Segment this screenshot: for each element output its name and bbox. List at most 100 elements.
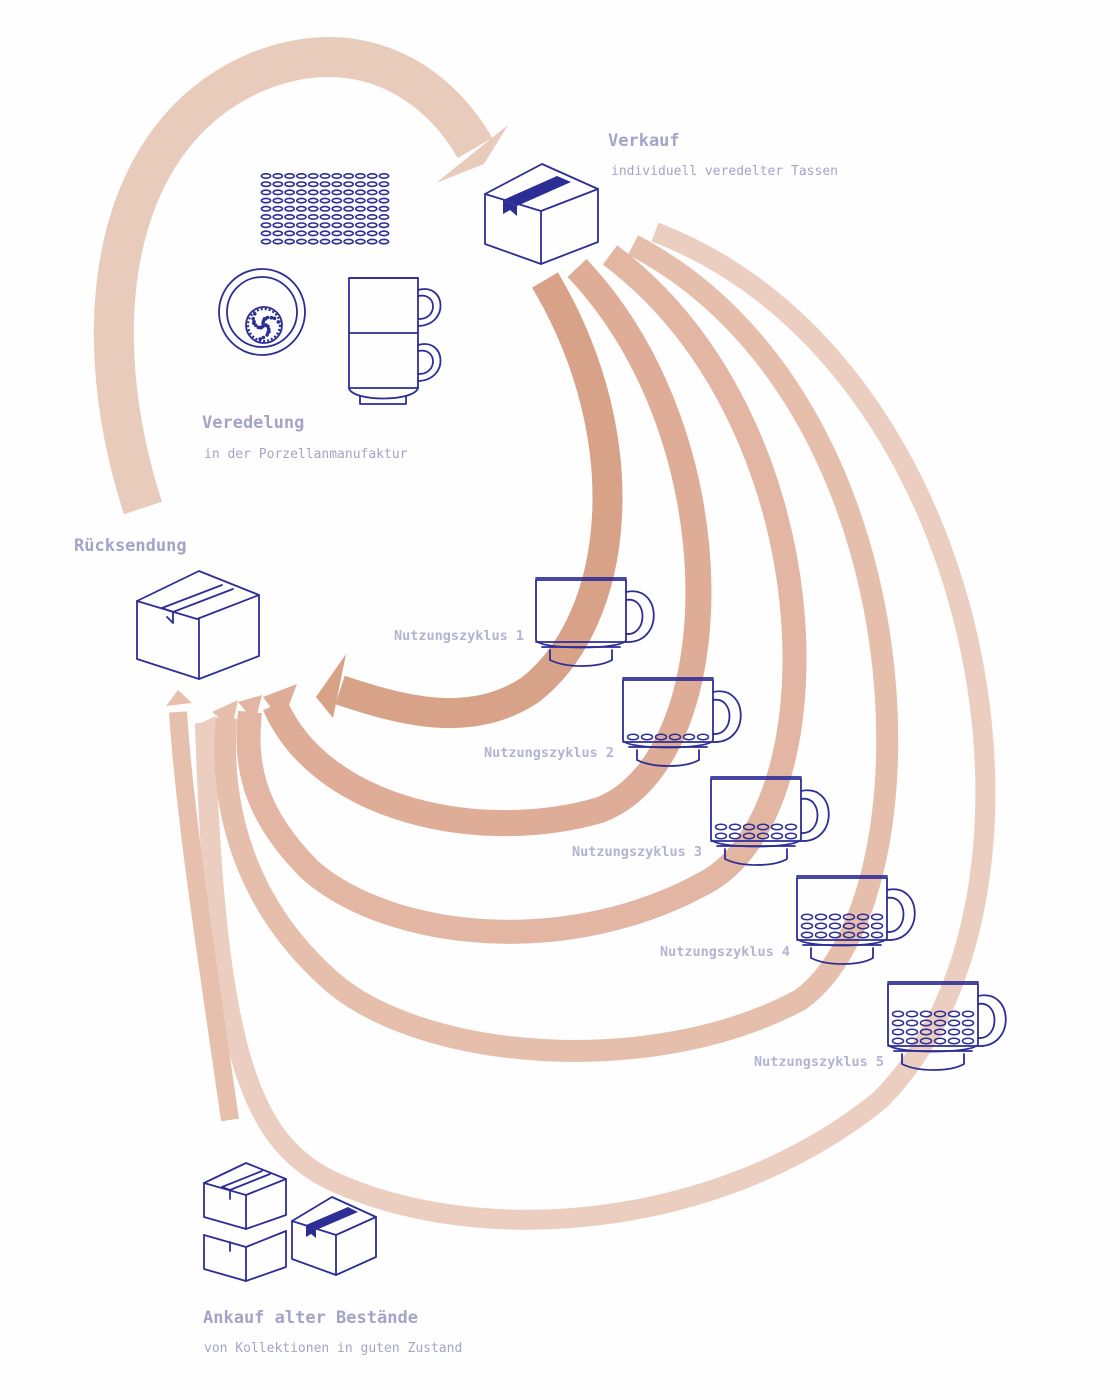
stage-subtitle-ankauf: von Kollektionen in guten Zustand: [204, 1341, 462, 1356]
pattern-dot: [319, 238, 331, 245]
pattern-dot: [366, 222, 378, 229]
pattern-dot: [319, 222, 331, 229]
pattern-dot: [295, 222, 307, 229]
pattern-dot: [366, 189, 378, 196]
box-icon: [136, 570, 260, 680]
cup-decor-dot: [891, 1028, 905, 1036]
stacked-cups-icon: [348, 277, 442, 405]
cycle-label-1: Nutzungszyklus 1: [394, 628, 524, 644]
cup-decor-dot: [891, 1019, 905, 1027]
dot-pattern-icon: [260, 173, 390, 245]
pattern-dot: [295, 205, 307, 212]
pattern-dot: [295, 197, 307, 204]
cup-decor-dot: [770, 823, 784, 831]
pattern-dot: [331, 173, 343, 180]
cup-decor-dot: [947, 1028, 961, 1036]
plate-motif-dot: [272, 316, 277, 321]
cup-decor-dot: [784, 823, 798, 831]
pattern-dot: [354, 222, 366, 229]
pattern-dot: [366, 173, 378, 180]
cup-decor-dot: [905, 1019, 919, 1027]
cup-decor-dot: [696, 733, 710, 741]
box-with-tape-icon: [484, 163, 599, 265]
plate-motif-dot: [251, 316, 255, 321]
pattern-dot: [307, 214, 319, 221]
pattern-dot: [284, 222, 295, 229]
cycle-arrowhead-4: [212, 700, 238, 728]
cycle-arrow-5: [195, 222, 996, 1230]
cup-decor-dot: [714, 832, 728, 840]
cup-decor-dot: [905, 1028, 919, 1036]
cup-decor-dot: [933, 1028, 947, 1036]
pattern-dot: [366, 238, 378, 245]
pattern-dot: [354, 214, 366, 221]
cup-decor-dot: [814, 922, 828, 930]
stage-subtitle-verkauf: individuell veredelter Tassen: [611, 164, 838, 179]
cup-decor-dot: [828, 931, 842, 939]
cycle-arrowhead-1: [316, 654, 346, 718]
pattern-dot: [378, 238, 390, 245]
cycle-label-5: Nutzungszyklus 5: [754, 1054, 884, 1070]
pattern-dot: [295, 173, 307, 180]
pattern-dot: [307, 181, 319, 188]
cup-decor-dot: [933, 1037, 947, 1045]
cup-decor-dot: [919, 1019, 933, 1027]
plate-motif-dot: [258, 325, 263, 330]
pattern-dot: [343, 222, 354, 229]
pattern-dot: [366, 197, 378, 204]
plate-motif-dot: [261, 335, 266, 340]
cycle-arrow-1: [335, 272, 623, 729]
pattern-dot: [260, 181, 272, 188]
pattern-dot: [343, 205, 354, 212]
pattern-dot: [331, 238, 343, 245]
cycle-arrowhead-3: [238, 695, 262, 722]
pattern-dot: [272, 230, 284, 237]
pattern-dot: [354, 189, 366, 196]
pattern-dot: [331, 205, 343, 212]
plate-motif-dot: [269, 315, 274, 320]
pattern-dot: [378, 189, 390, 196]
plate-motif-dot: [252, 320, 256, 324]
cup-decor-dot: [947, 1037, 961, 1045]
pattern-dot: [378, 181, 390, 188]
pattern-dot: [343, 197, 354, 204]
cup-decor-dot: [933, 1019, 947, 1027]
pattern-dot: [378, 173, 390, 180]
stage-title-veredelung: Veredelung: [202, 413, 304, 433]
cup-decor-dot: [814, 931, 828, 939]
pattern-dot: [260, 205, 272, 212]
cup-decor-dot: [828, 922, 842, 930]
usage-cycle-arrows: [194, 222, 996, 1230]
cup-decor-dot: [756, 832, 770, 840]
pattern-dot: [284, 197, 295, 204]
pattern-dot: [331, 230, 343, 237]
pattern-dot: [319, 173, 331, 180]
cup-decor-dot: [870, 913, 884, 921]
cup-decor-dot: [947, 1019, 961, 1027]
plate-motif-dot: [265, 333, 269, 337]
stage-title-verkauf: Verkauf: [608, 131, 680, 151]
cup-decor-dot: [756, 823, 770, 831]
pattern-dot: [343, 181, 354, 188]
cup-decor-dot: [728, 823, 742, 831]
stacked-boxes-icon: [203, 1162, 377, 1282]
pattern-dot: [260, 238, 272, 245]
cycle-arrow-4: [214, 235, 899, 1062]
arrow-purchase-to-return: [166, 690, 239, 1122]
cycle-arrowhead-2: [263, 684, 297, 723]
pattern-dot: [295, 230, 307, 237]
cup-decor-dot: [640, 733, 654, 741]
pattern-dot: [343, 214, 354, 221]
pattern-dot: [260, 230, 272, 237]
plate-motif-dot: [266, 327, 271, 331]
pattern-dot: [295, 238, 307, 245]
pattern-dot: [272, 214, 284, 221]
pattern-dot: [284, 214, 295, 221]
cup-decor-dot: [714, 823, 728, 831]
cycle-arrowhead-5: [194, 716, 216, 740]
usage-cycle-cups: [535, 577, 1007, 1071]
cup-decor-dot: [728, 832, 742, 840]
cup-decor-dot: [654, 733, 668, 741]
cup-decor-dot: [905, 1037, 919, 1045]
pattern-dot: [366, 230, 378, 237]
